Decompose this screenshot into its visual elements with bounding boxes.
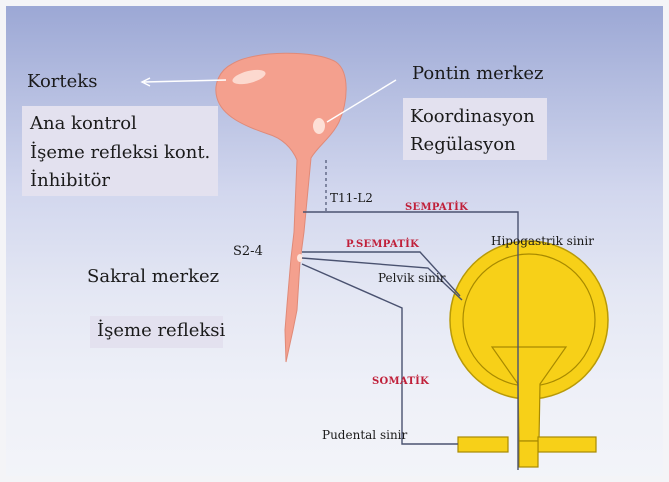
korteks-label: Korteks [27, 71, 97, 92]
pudental-label: Pudental sinir [322, 428, 407, 442]
korteks-arrow [144, 80, 226, 82]
somatik-label: SOMATİK [372, 376, 429, 387]
sphincter-left [458, 437, 508, 452]
pons-highlight [313, 118, 325, 134]
iseme-label: İşeme refleksi [97, 320, 225, 341]
brain-spinal-cord [216, 53, 346, 362]
korteks-line-3: İnhibitör [30, 170, 110, 191]
pontin-line-1: Koordinasyon [410, 106, 535, 127]
hipogastrik-label: Hipogastrik sinir [491, 234, 594, 248]
s2-4-label: S2-4 [233, 244, 263, 259]
sempatik-label: SEMPATİK [405, 202, 468, 213]
korteks-line-1: Ana kontrol [30, 113, 137, 134]
korteks-line-2: İşeme refleksi kont. [30, 142, 210, 163]
t11-l2-label: T11-L2 [330, 191, 373, 205]
pelvik-label: Pelvik sinir [378, 271, 445, 285]
urethra [519, 441, 538, 467]
somatik-nerve [302, 264, 458, 444]
pontin-line-2: Regülasyon [410, 134, 516, 155]
pontin-label: Pontin merkez [412, 63, 543, 84]
psempatik-label: P.SEMPATİK [346, 239, 419, 250]
sphincter-right [538, 437, 596, 452]
sakral-label: Sakral merkez [87, 266, 219, 287]
